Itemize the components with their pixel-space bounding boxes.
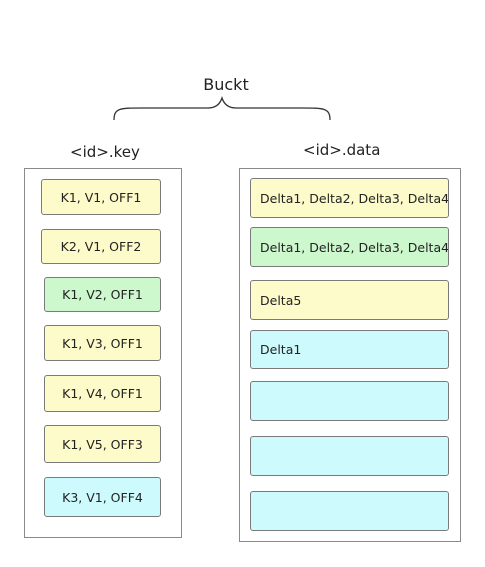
key-entry: K3, V1, OFF4 xyxy=(44,477,161,517)
bucket-brace xyxy=(113,96,331,121)
key-entry-text: K1, V5, OFF3 xyxy=(62,436,143,452)
key-entry: K1, V3, OFF1 xyxy=(44,325,161,361)
key-entry: K2, V1, OFF2 xyxy=(41,229,161,264)
data-entry: Delta1 xyxy=(250,330,449,369)
key-file-label: <id>.key xyxy=(70,143,140,161)
key-entry: K1, V1, OFF1 xyxy=(41,179,161,215)
data-entry: Delta5 xyxy=(250,280,449,320)
key-entry: K1, V4, OFF1 xyxy=(44,375,161,412)
key-entry-text: K2, V1, OFF2 xyxy=(60,239,142,254)
key-entry-text: K1, V3, OFF1 xyxy=(62,335,143,351)
data-entry-text: Delta1, Delta2, Delta3, Delta4 xyxy=(260,239,449,255)
data-entry xyxy=(250,436,449,476)
data-entry: Delta1, Delta2, Delta3, Delta4 xyxy=(250,178,449,218)
key-entry: K1, V5, OFF3 xyxy=(44,425,161,463)
data-entry xyxy=(250,381,449,421)
data-entry: Delta1, Delta2, Delta3, Delta4 xyxy=(250,227,449,267)
key-entry-text: K1, V2, OFF1 xyxy=(62,287,143,302)
bucket-title: Buckt xyxy=(203,75,249,94)
data-entry-text: Delta5 xyxy=(260,292,302,308)
data-entry xyxy=(250,491,449,531)
key-entry-text: K1, V4, OFF1 xyxy=(62,386,143,401)
key-entry: K1, V2, OFF1 xyxy=(44,277,161,312)
data-file-label: <id>.data xyxy=(303,141,381,159)
key-entry-text: K3, V1, OFF4 xyxy=(62,489,143,505)
data-entry-text: Delta1 xyxy=(260,342,302,357)
key-entry-text: K1, V1, OFF1 xyxy=(60,189,142,205)
data-entry-text: Delta1, Delta2, Delta3, Delta4 xyxy=(260,190,449,206)
